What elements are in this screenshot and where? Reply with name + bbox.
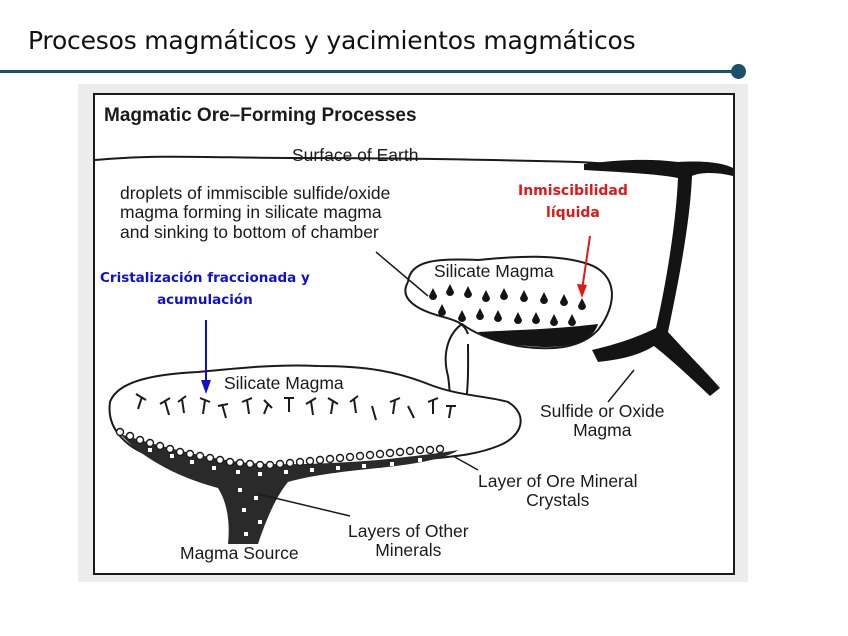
upper-silicate-magma-label: Silicate Magma [434,261,554,281]
title-divider [0,70,738,73]
inmiscibilidad-arrow [577,235,591,298]
cristalizacion-annotation: Cristalización fraccionada y acumulación [100,270,310,308]
sinking-crystals [135,393,456,421]
mineral-speckles [148,448,422,536]
magma-source-label: Magma Source [180,543,299,563]
ore-crystals [115,427,445,470]
droplets-label: droplets of immiscible sulfide/oxide mag… [120,183,391,242]
sulfide-pool [478,324,598,348]
sulfide-droplets [429,284,586,326]
diagram-drawing [93,93,735,575]
other-layers-leader [257,493,351,517]
droplets-leader [375,251,429,297]
accumulated-crystal-layers [120,434,458,544]
feeder-dike [584,159,733,396]
title-divider-dot [731,64,746,79]
lower-silicate-magma-label: Silicate Magma [224,373,344,393]
sulfide-leader [607,369,635,403]
ore-mineral-layer-label: Layer of Ore Mineral Crystals [478,471,638,511]
other-minerals-label: Layers of Other Minerals [348,521,469,561]
magmatic-diagram: Magmatic Ore–Forming Processes Surface o… [78,84,748,582]
surface-label: Surface of Earth [292,145,419,165]
diagram-frame [93,93,735,575]
ore-layer-leader [452,455,479,471]
diagram-heading: Magmatic Ore–Forming Processes [104,105,417,126]
inmiscibilidad-annotation: Inmiscibilidad líquida [518,183,628,222]
cristalizacion-arrow [201,320,211,394]
sulfide-oxide-magma-label: Sulfide or Oxide Magma [540,401,665,441]
slide-title: Procesos magmáticos y yacimientos magmát… [28,26,636,55]
